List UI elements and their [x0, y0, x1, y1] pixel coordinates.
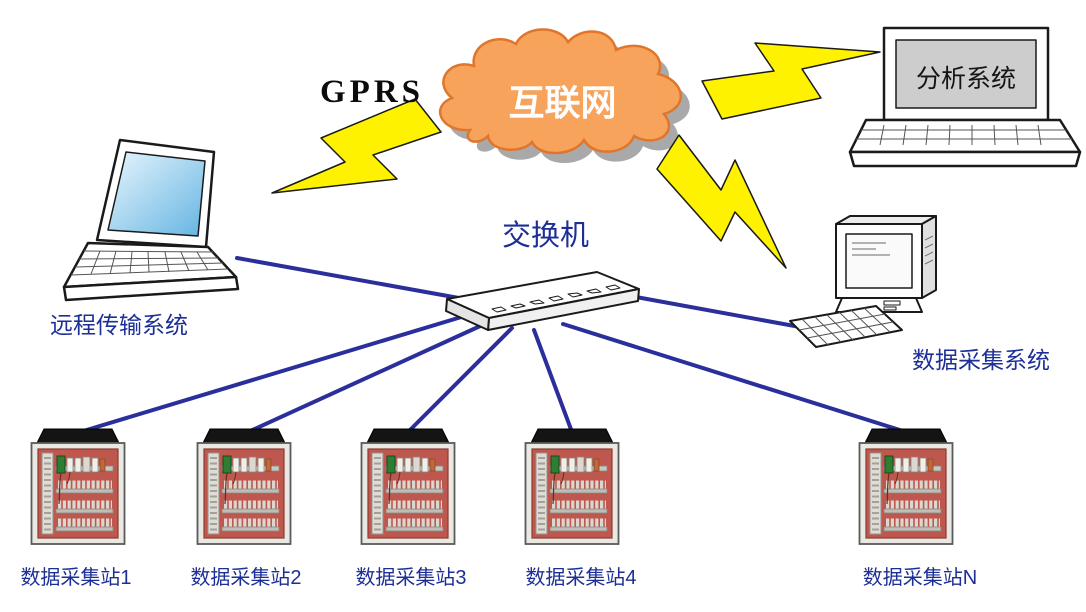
analysis-screen — [895, 39, 1037, 109]
crt-screen-content — [852, 242, 890, 256]
analysis-laptop — [848, 26, 1082, 168]
connection-line-station-2 — [246, 320, 491, 434]
acquisition-system-label: 数据采集系统 — [912, 347, 1050, 373]
laptop-base-front — [62, 275, 240, 302]
crt-vents — [924, 235, 934, 265]
station-label-4: 数据采集站4 — [525, 567, 637, 589]
lightning-bolts — [271, 42, 881, 269]
crt-top — [835, 215, 937, 225]
crt-side — [921, 215, 937, 299]
laptop-screen — [107, 151, 206, 237]
analysis-keyboard-keys — [856, 124, 1072, 146]
remote-laptop — [62, 138, 240, 302]
switch-ports — [491, 284, 621, 313]
network-switch — [445, 271, 640, 331]
lightning-bolt-analysis — [701, 42, 881, 120]
analysis-system-label: 分析系统 — [915, 65, 1016, 93]
keyboard-keys — [70, 250, 229, 276]
cabinet-station-3 — [362, 429, 455, 544]
internet-label: 互联网 — [508, 82, 617, 123]
analysis-base-front — [848, 150, 1082, 168]
lightning-bolt-gprs-left — [271, 98, 442, 194]
cloud-shape — [438, 28, 682, 155]
connection-line-acquisition — [634, 295, 802, 329]
crt-base-slot-2 — [883, 306, 897, 311]
station-label-2: 数据采集站2 — [190, 567, 302, 589]
connection-line-remote — [235, 256, 472, 302]
connection-line-station-1 — [78, 313, 470, 434]
cabinet-station-1 — [32, 429, 125, 544]
connection-lines — [78, 256, 908, 434]
desktop-keyboard-keys — [798, 307, 894, 346]
cabinet-station-2 — [198, 429, 291, 544]
station-label-1: 数据采集站1 — [20, 567, 132, 589]
connection-line-station-3 — [406, 326, 514, 434]
internet-cloud — [438, 28, 690, 164]
crt-screen — [845, 233, 913, 289]
lightning-bolt-acquisition — [656, 134, 787, 269]
switch-label: 交换机 — [501, 220, 589, 252]
crt-base-slot-1 — [883, 300, 901, 306]
connection-line-station-4 — [532, 328, 574, 434]
connection-line-station-n — [561, 322, 908, 434]
acquisition-desktop — [789, 215, 937, 348]
gprs-label: GPRS — [320, 74, 425, 110]
station-label-3: 数据采集站3 — [355, 567, 467, 589]
cabinet-station-4 — [526, 429, 619, 544]
remote-system-label: 远程传输系统 — [50, 312, 188, 338]
analysis-base — [848, 118, 1082, 154]
cabinet-station-n — [860, 429, 953, 544]
switch-left — [445, 298, 490, 331]
station-label-n: 数据采集站N — [862, 567, 978, 589]
